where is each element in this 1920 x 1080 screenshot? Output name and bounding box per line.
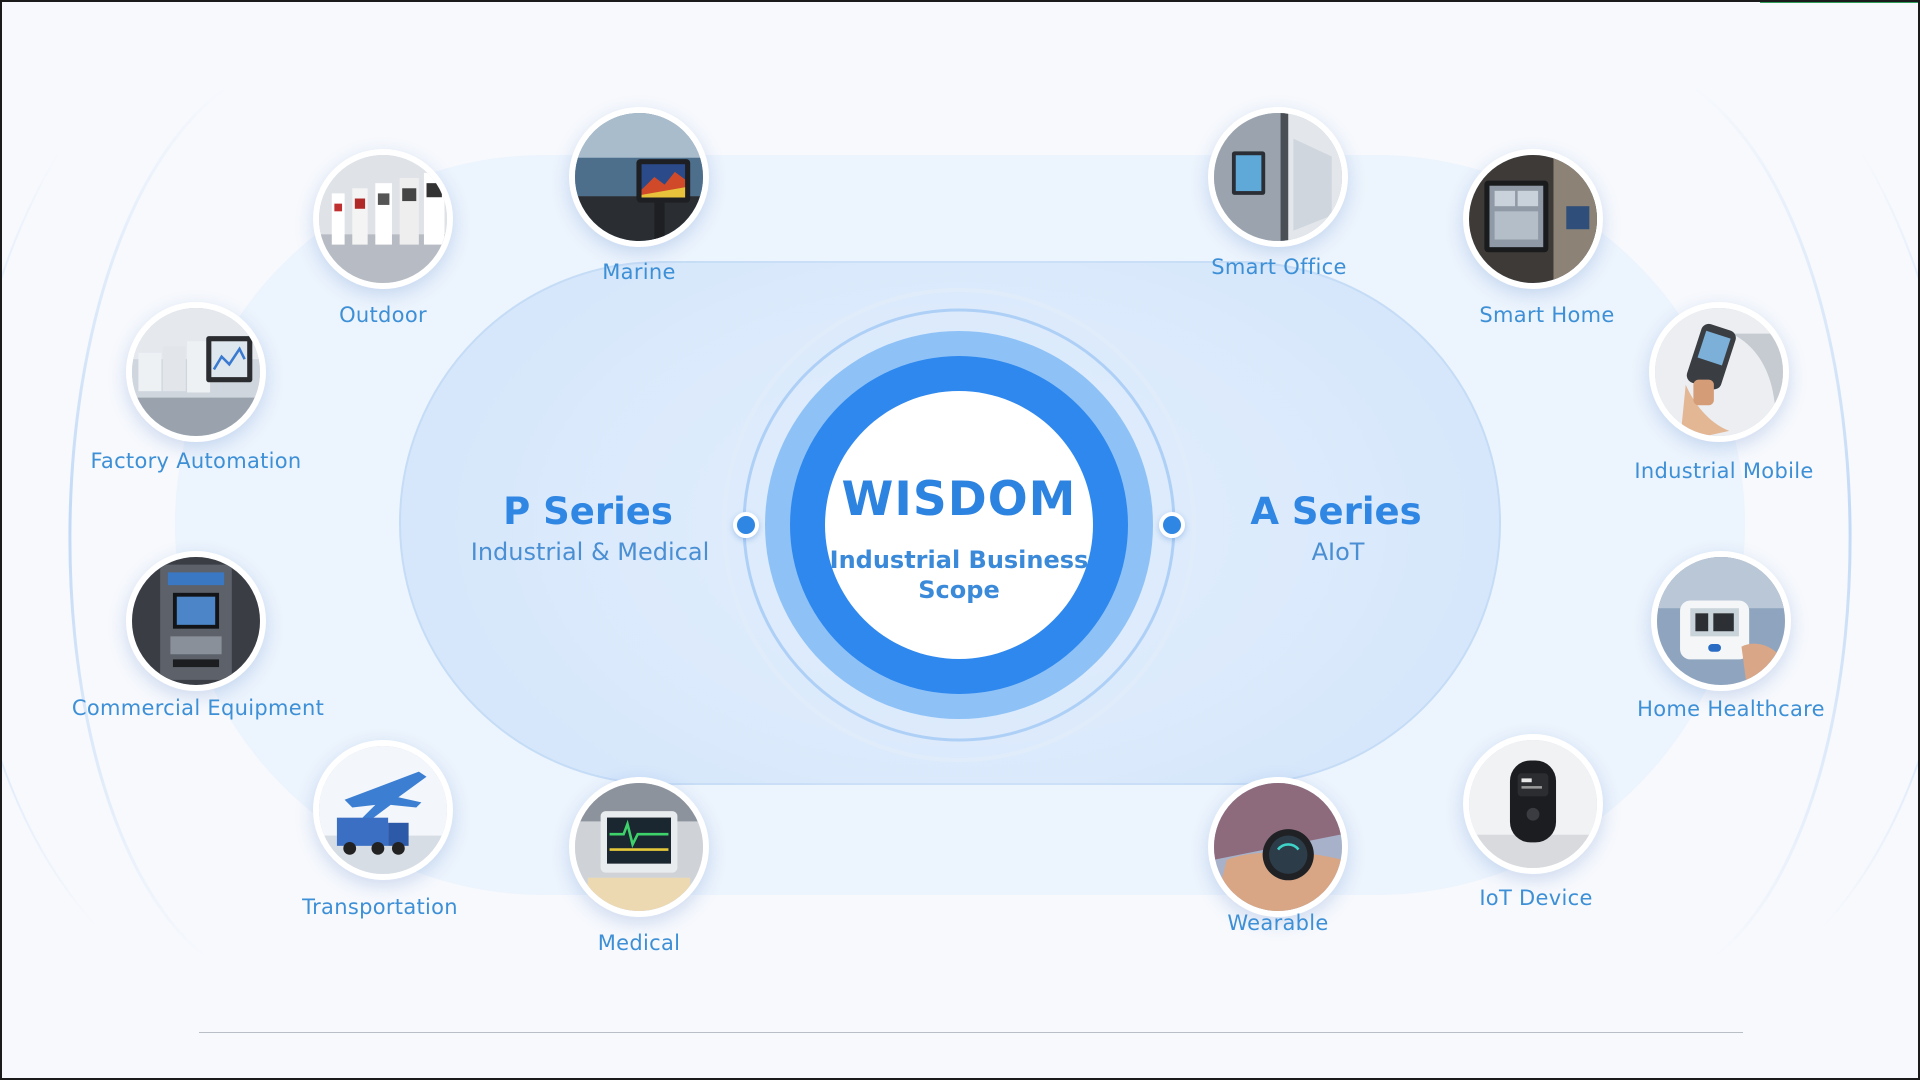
smartwatch-icon [1214, 783, 1342, 911]
office-panel-icon [1214, 113, 1342, 241]
iot-device-label: IoT Device [1479, 886, 1593, 910]
industrial-mobile-photo [1649, 302, 1789, 442]
smart-home-label: Smart Home [1479, 303, 1615, 327]
factory-automation-label: Factory Automation [90, 449, 302, 473]
a-series-title: A Series [1250, 490, 1422, 533]
p-series-subtitle: Industrial & Medical [470, 538, 710, 566]
a-series-subtitle: AIoT [1311, 538, 1365, 566]
home-panel-icon [1469, 155, 1597, 283]
medical-label: Medical [597, 931, 681, 955]
a-series-connector-dot [1159, 512, 1185, 538]
blood-pressure-monitor-icon [1657, 557, 1785, 685]
medical-photo [569, 777, 709, 917]
industrial-mobile-label: Industrial Mobile [1634, 459, 1814, 483]
p-series-title: P Series [503, 490, 673, 533]
smart-office-photo [1208, 107, 1348, 247]
airplane-truck-icon [319, 746, 447, 874]
hub-subtitle: Industrial Business Scope [829, 546, 1089, 604]
outdoor-photo [313, 149, 453, 289]
ev-charger-icon [319, 155, 447, 283]
home-healthcare-label: Home Healthcare [1637, 697, 1825, 721]
marine-photo [569, 107, 709, 247]
iot-sensor-icon [1469, 740, 1597, 868]
wearable-label: Wearable [1227, 911, 1329, 935]
smart-home-photo [1463, 149, 1603, 289]
factory-automation-photo [126, 302, 266, 442]
factory-line-icon [132, 308, 260, 436]
outdoor-label: Outdoor [339, 303, 427, 327]
medical-monitor-icon [575, 783, 703, 911]
marine-display-icon [575, 113, 703, 241]
commercial-equipment-photo [126, 551, 266, 691]
wearable-photo [1208, 777, 1348, 917]
handheld-scanner-icon [1655, 308, 1783, 436]
transportation-photo [313, 740, 453, 880]
top-right-accent [1760, 0, 1920, 3]
home-healthcare-photo [1651, 551, 1791, 691]
smart-office-label: Smart Office [1211, 255, 1347, 279]
iot-device-photo [1463, 734, 1603, 874]
bottom-divider [199, 1032, 1743, 1033]
transportation-label: Transportation [302, 895, 458, 919]
kiosk-icon [132, 557, 260, 685]
marine-label: Marine [602, 260, 676, 284]
p-series-connector-dot [733, 512, 759, 538]
hub-title: WISDOM [841, 472, 1077, 527]
commercial-equipment-label: Commercial Equipment [71, 696, 325, 720]
